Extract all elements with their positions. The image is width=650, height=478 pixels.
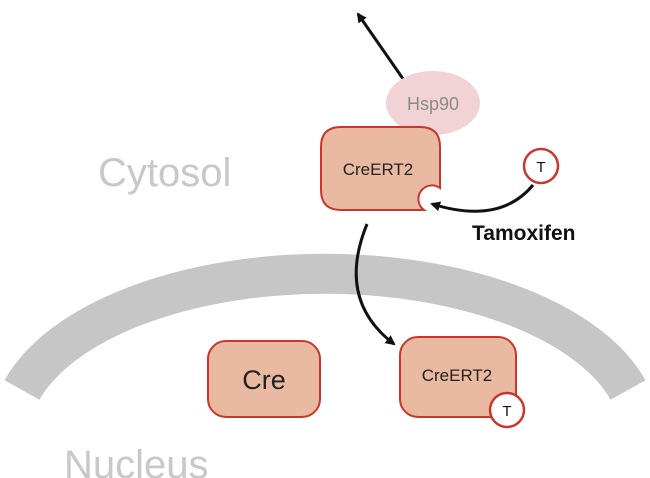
hsp90-protein [386,71,480,135]
creert2-nucleus-label: CreERT2 [422,366,493,385]
cre-box [207,340,321,418]
nuclear-translocation-arrow [354,223,396,346]
tamoxifen-molecule-label: T [536,159,545,176]
creert2-cytosol-label: CreERT2 [343,160,414,179]
hsp90-label: Hsp90 [407,94,459,114]
bound-tamoxifen-label: T [502,403,511,420]
bound-tamoxifen-molecule [488,391,526,429]
hsp90-release-arrow [356,12,410,87]
creert2-nucleus-box [399,336,517,418]
tamoxifen-label: Tamoxifen [472,222,575,245]
cytosol-label: Cytosol [98,151,231,195]
tamoxifen-molecule [522,147,560,185]
nucleus-label: Nucleus [64,443,209,478]
creert2-cytosol-box [320,126,441,211]
cre-label: Cre [242,365,286,395]
nuclear-membrane [4,253,646,401]
tamoxifen-binding-arrow [430,184,535,213]
